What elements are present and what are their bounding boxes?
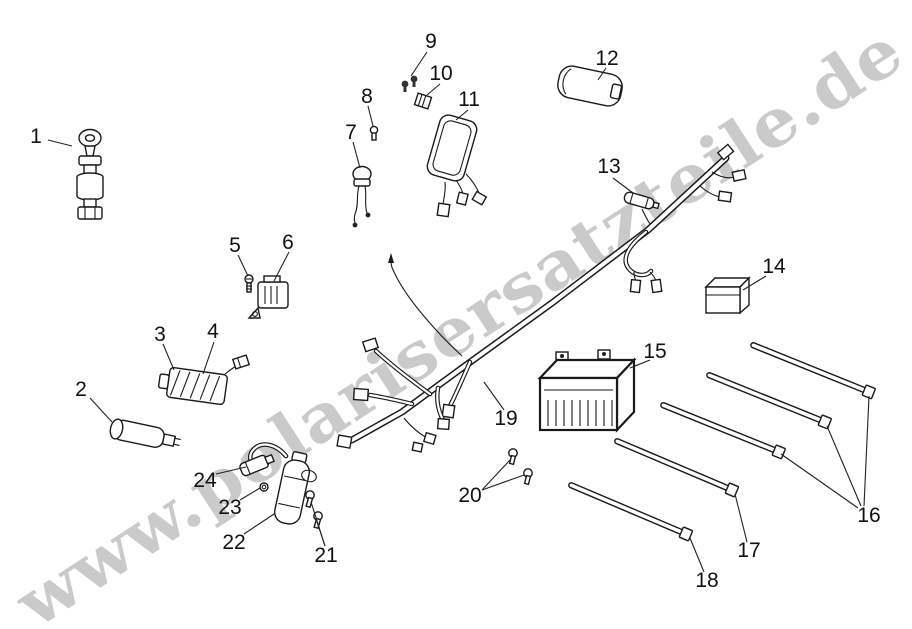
part-label-10: 10 <box>429 62 452 85</box>
watermark: www.polarisersatzteile.de <box>1 11 912 629</box>
part-label-14: 14 <box>762 255 786 278</box>
part-label-15: 15 <box>643 340 666 363</box>
part-label-20: 20 <box>458 484 481 507</box>
part-14-relay <box>704 276 751 315</box>
part-2-resistor <box>109 418 181 448</box>
part-label-2: 2 <box>75 378 87 401</box>
part-16-cable-tie-a <box>750 342 876 400</box>
part-21-screws <box>305 490 323 530</box>
part-18-cable-tie <box>568 482 694 542</box>
part-label-12: 12 <box>595 47 618 70</box>
part-16-cable-tie-c <box>660 402 786 460</box>
part-label-5: 5 <box>229 234 241 257</box>
part-label-11: 11 <box>458 88 480 111</box>
part-label-3: 3 <box>154 323 166 346</box>
part-label-9: 9 <box>425 30 437 53</box>
part-8-bolt <box>369 125 379 141</box>
part-label-23: 23 <box>218 496 241 519</box>
part-label-22: 22 <box>222 531 245 554</box>
part-22-ignition-coil <box>247 442 317 525</box>
part-16-cable-tie-b <box>706 372 832 430</box>
part-label-18: 18 <box>695 569 718 592</box>
part-labels: 1 2 3 4 5 6 7 8 9 10 11 12 13 14 15 16 1… <box>30 30 881 592</box>
leader-lines <box>47 51 870 573</box>
part-label-19: 19 <box>494 407 517 430</box>
part-6-relay <box>247 275 289 319</box>
part-15-battery <box>537 349 637 433</box>
part-24-spark-plug-cap <box>239 453 275 477</box>
part-19-wiring-harness <box>336 143 747 453</box>
part-1-ignition-switch <box>76 128 104 220</box>
part-5-screw <box>244 274 254 293</box>
part-label-7: 7 <box>345 121 357 144</box>
part-20-bolts <box>508 448 533 486</box>
part-9-screws <box>401 75 418 92</box>
part-3-4-flasher-assembly <box>157 354 251 406</box>
part-label-24: 24 <box>193 469 217 492</box>
part-label-4: 4 <box>207 320 219 343</box>
part-label-17: 17 <box>737 539 760 562</box>
part-label-1: 1 <box>30 125 42 148</box>
part-label-6: 6 <box>282 231 294 254</box>
part-label-13: 13 <box>597 155 620 178</box>
part-23-nut <box>259 482 269 492</box>
part-17-cable-tie <box>614 438 740 498</box>
part-label-8: 8 <box>361 85 373 108</box>
part-7-indicator-bulb <box>352 165 372 228</box>
part-10-terminal <box>413 92 433 110</box>
part-12-rubber-boot <box>557 65 623 107</box>
part-11-cdi-unit <box>426 114 488 218</box>
part-label-16: 16 <box>857 504 880 527</box>
part-label-21: 21 <box>314 544 337 567</box>
part-13-fuse <box>623 191 660 210</box>
